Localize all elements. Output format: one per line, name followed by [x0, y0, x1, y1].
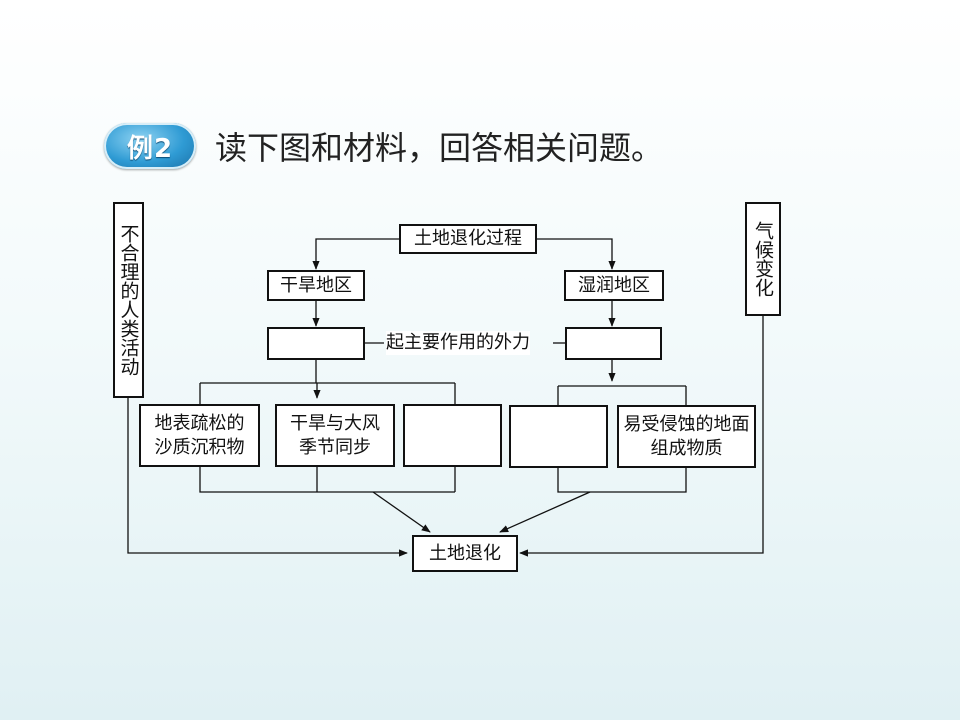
arrow-top-to-wet [536, 238, 616, 270]
drought-wind-sync-box: 干旱与大风季节同步 [275, 404, 395, 467]
main-external-force-label: 起主要作用的外力 [386, 331, 530, 355]
arrow-wet-to-result [499, 491, 591, 533]
humid-condition-blank-box [509, 405, 608, 468]
example-badge-label: 例2 [126, 133, 174, 164]
land-degradation-result-box: 土地退化 [412, 535, 518, 572]
arrow-human-to-result [127, 398, 408, 557]
humid-force-blank-box [565, 327, 662, 360]
erodible-material-box: 易受侵蚀的地面组成物质 [617, 405, 756, 468]
land-degradation-process-box: 土地退化过程 [399, 224, 537, 254]
arrow-dry-to-result [372, 491, 431, 533]
arid-force-blank-box [267, 327, 365, 360]
arrow-top-to-dry [312, 238, 400, 270]
line-dry-collect [199, 466, 455, 493]
question-prompt: 读下图和材料，回答相关问题。 [215, 129, 664, 167]
arid-condition-blank-box [403, 404, 502, 467]
humid-region-box: 湿润地区 [564, 270, 664, 301]
example-badge: 例2 [104, 123, 196, 169]
arid-region-box: 干旱地区 [267, 270, 365, 301]
climate-change-box: 气候变化 [745, 202, 781, 316]
sandy-sediment-box: 地表疏松的沙质沉积物 [139, 404, 260, 467]
line-wet-collect [557, 467, 687, 493]
arrow-climate-to-result [519, 316, 764, 557]
human-activity-box: 不合理的人类活动 [113, 202, 144, 398]
